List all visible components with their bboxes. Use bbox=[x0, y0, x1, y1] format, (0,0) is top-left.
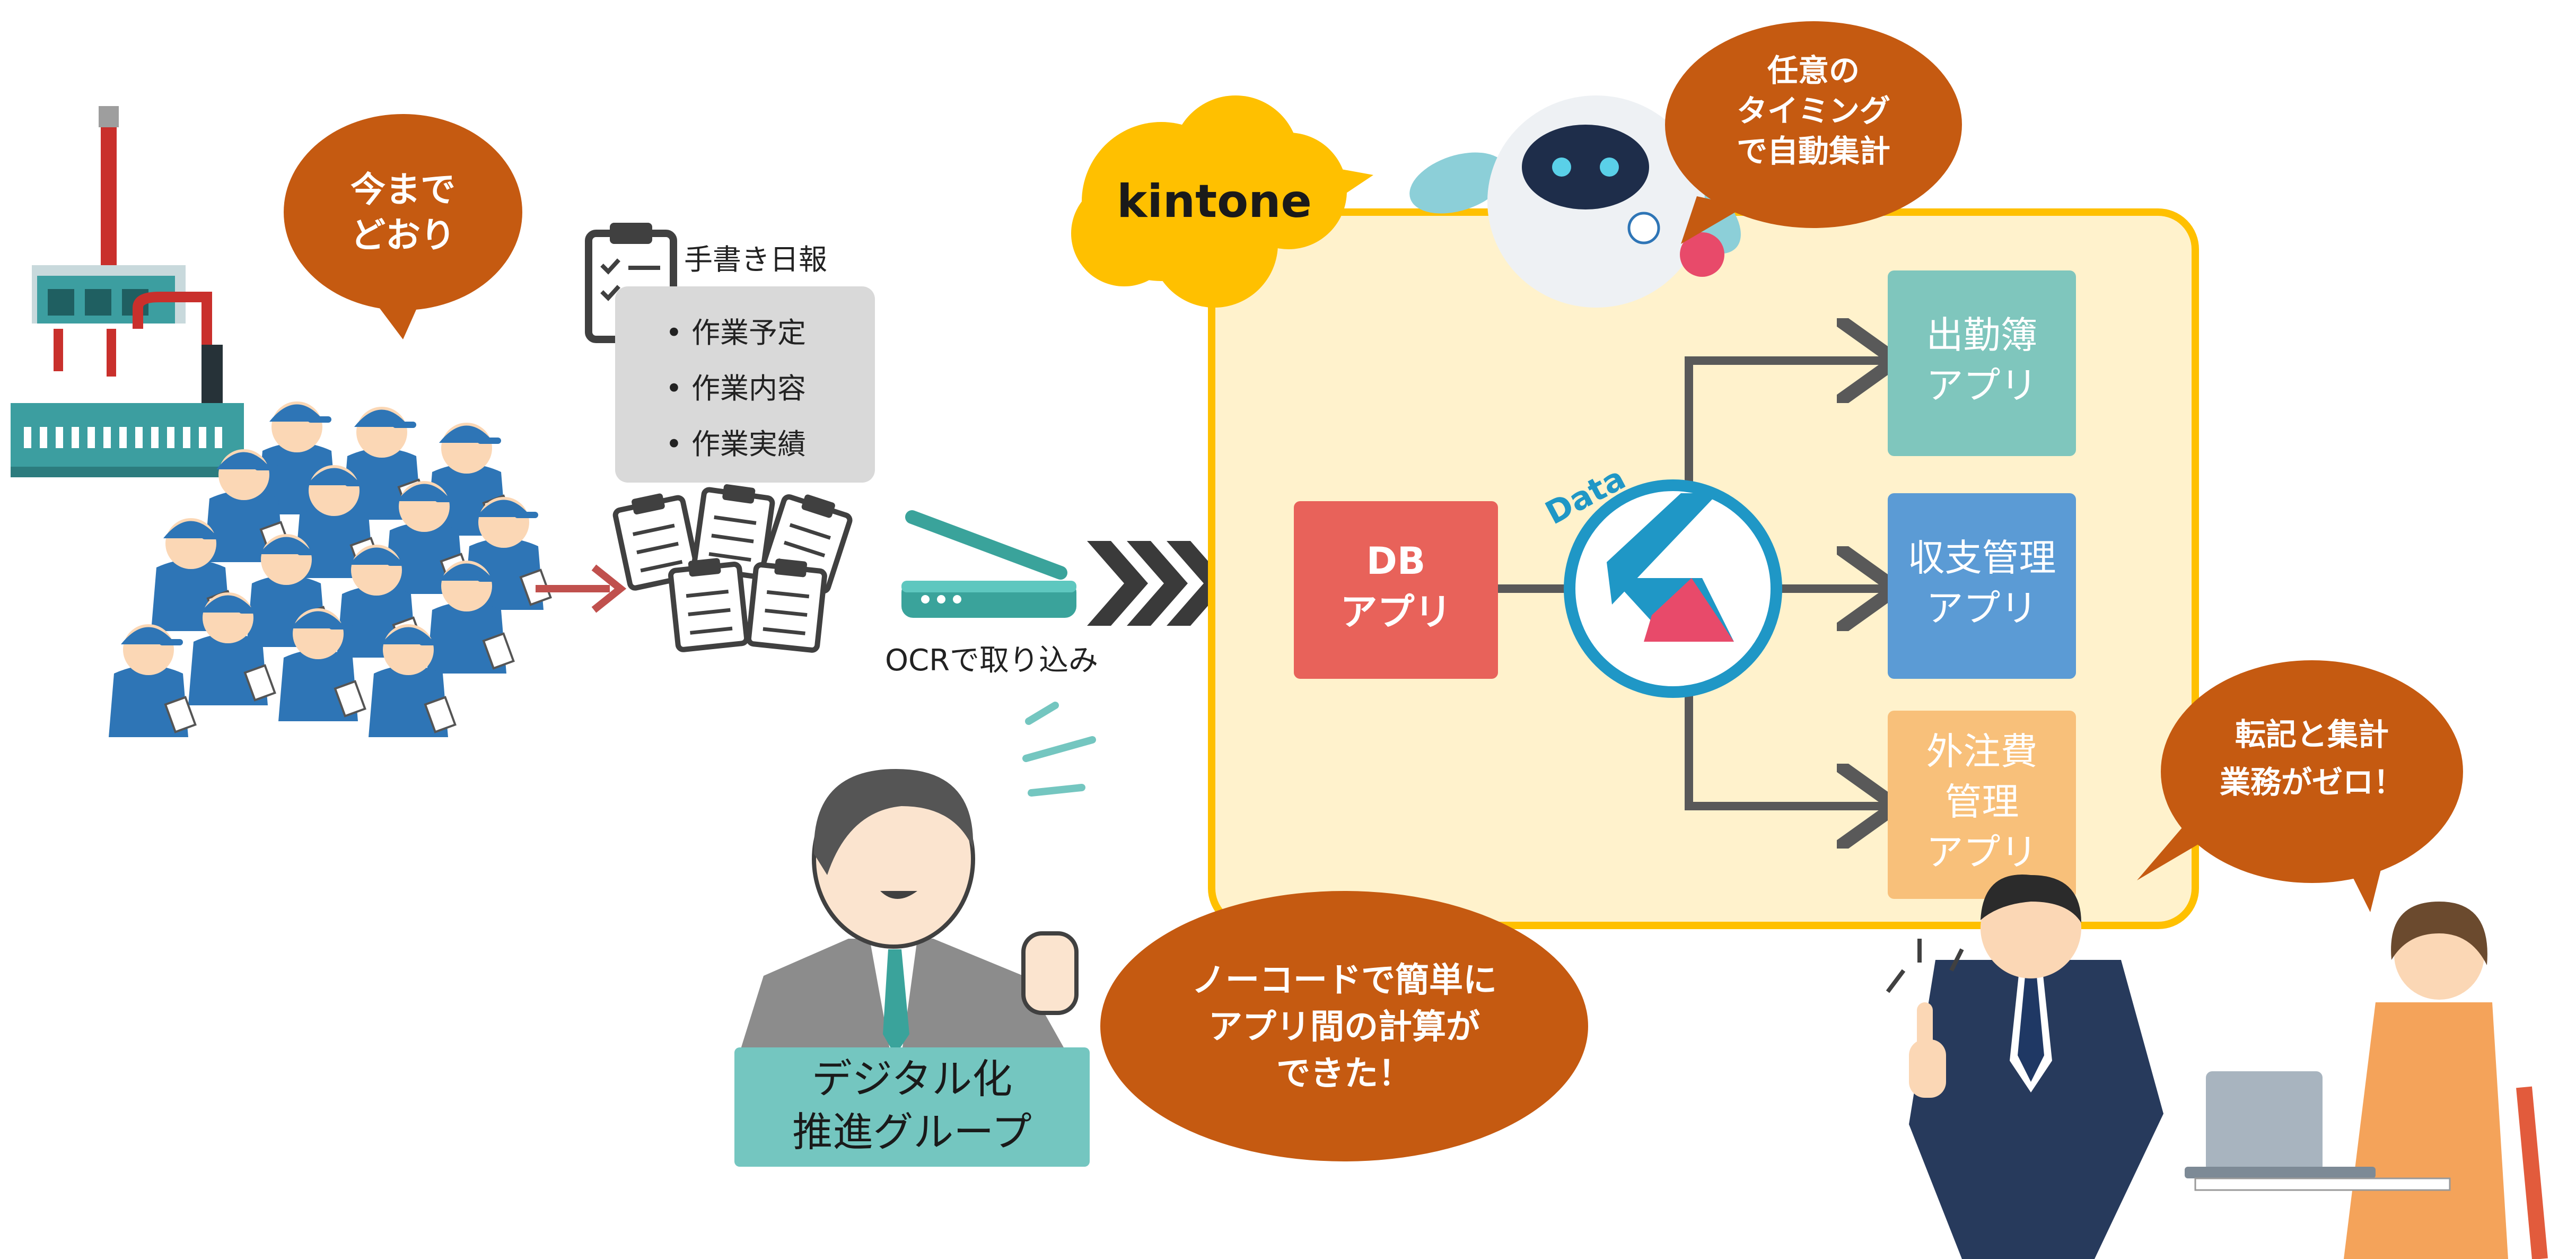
attendance-app-box bbox=[1888, 270, 2076, 456]
outsourcing-app-box bbox=[1888, 711, 2076, 899]
digital-group-label-box bbox=[734, 1047, 1090, 1167]
digital-group-label: デジタル化 推進グループ bbox=[792, 1055, 1032, 1156]
attendance-app-label: 出勤簿 アプリ bbox=[1926, 313, 2038, 407]
worker-icon bbox=[109, 624, 197, 737]
daily-report-item-result: • 作業実績 bbox=[665, 427, 807, 461]
outsourcing-app-label: 外注費 管理 アプリ bbox=[1926, 730, 2038, 874]
kintone-hub-icon bbox=[1564, 479, 1782, 698]
chevron-arrows-icon bbox=[1087, 541, 1228, 626]
scanner-icon bbox=[901, 510, 1076, 618]
kintone-cloud-logo bbox=[1071, 95, 1373, 308]
income-app-label: 収支管理 アプリ bbox=[1907, 536, 2056, 630]
ocr-label: OCRで取り込み bbox=[884, 643, 1099, 678]
robot-mascot-icon bbox=[1409, 95, 1741, 308]
businessman-thumbs-up-icon bbox=[1886, 875, 2163, 1259]
office-woman-laptop-icon bbox=[2185, 902, 2548, 1259]
bubble-no-code-text: ノーコードで簡単に アプリ間の計算が できた！ bbox=[1191, 961, 1497, 1094]
staff-man-icon bbox=[737, 769, 1079, 1061]
bubble-robot-text: 任意の タイミング で自動集計 bbox=[1736, 53, 1890, 169]
lines-icon bbox=[1022, 702, 1096, 797]
worker-icon bbox=[427, 561, 515, 674]
speech-bubble-no-code bbox=[1100, 891, 1588, 1161]
daily-report-title: 手書き日報 bbox=[684, 243, 827, 276]
daily-report-item-plan: • 作業予定 bbox=[665, 316, 807, 349]
speech-bubble-robot bbox=[1665, 21, 1962, 244]
worker-icon bbox=[369, 624, 457, 737]
speech-bubble-as-before bbox=[284, 114, 522, 339]
db-app-label: DB アプリ bbox=[1340, 539, 1452, 634]
daily-report-box bbox=[615, 286, 875, 483]
daily-report-item-content: • 作業内容 bbox=[665, 372, 807, 405]
bubble-zero-work-text: 転記と集計 業務がゼロ！ bbox=[2219, 716, 2404, 800]
factory-workers-group bbox=[109, 401, 552, 737]
bubble-as-before-text: 今まで どおり bbox=[351, 169, 455, 256]
factory-icon bbox=[11, 106, 244, 477]
handover-arrow bbox=[536, 564, 627, 613]
kintone-logo-text: kintone bbox=[1117, 175, 1312, 228]
worker-icon bbox=[188, 592, 276, 705]
db-app-box bbox=[1294, 501, 1498, 679]
worker-icon bbox=[278, 608, 366, 721]
income-app-box bbox=[1888, 493, 2076, 679]
paper-stack-icon bbox=[612, 484, 853, 653]
speech-bubble-zero-work bbox=[2137, 660, 2463, 912]
